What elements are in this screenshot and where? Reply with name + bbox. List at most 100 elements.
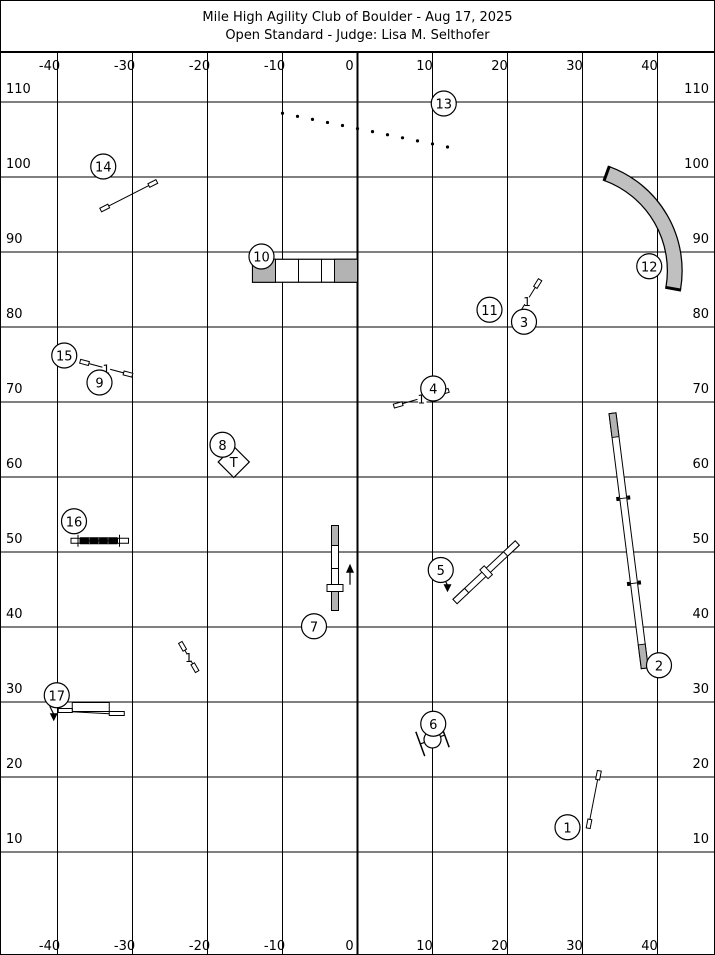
jump-height-label: 1 [102, 362, 110, 376]
obstacle-number-circle [636, 253, 663, 280]
weave-pole [280, 111, 285, 115]
jump-label-bg [518, 293, 536, 308]
x-tick-label-bottom: 0 [345, 939, 353, 954]
jump-obstacle: 1 [177, 640, 200, 674]
jump-label-bg [180, 650, 197, 664]
y-tick-label-right: 80 [692, 307, 709, 322]
x-tick-label-top: -30 [114, 59, 135, 74]
obstacle-number-17: 17 [48, 689, 65, 704]
weave-pole [340, 123, 345, 128]
y-tick-label-left: 20 [6, 757, 23, 772]
y-tick-label-right: 100 [684, 157, 709, 172]
seesaw-contact-zone [502, 540, 521, 557]
y-tick-label-right: 20 [692, 757, 709, 772]
jump-height-label: 1 [185, 651, 193, 665]
y-tick-label-left: 60 [6, 457, 23, 472]
jump-wing [190, 662, 200, 674]
y-tick-label-right: 110 [684, 82, 709, 97]
y-tick-label-left: 70 [6, 382, 23, 397]
panel-wall-wing [57, 708, 73, 713]
obstacle-number-10: 10 [253, 251, 270, 266]
y-tick-label-right: 30 [692, 682, 709, 697]
obstacle-number-circle [430, 90, 457, 117]
direction-arrow-shaft [49, 705, 55, 715]
tunnel-obstacle [604, 167, 682, 290]
weave-pole [355, 126, 360, 131]
obstacle-number-circle [420, 375, 447, 402]
obstacle-number-13: 13 [435, 98, 452, 113]
y-tick-label-left: 80 [6, 307, 23, 322]
y-tick-label-right: 60 [692, 457, 709, 472]
y-tick-label-left: 10 [6, 832, 23, 847]
tire-frame-post [415, 731, 426, 757]
obstacle-number-14: 14 [95, 161, 112, 176]
obstacle-number-circle [300, 613, 328, 640]
seesaw-fulcrum [479, 565, 494, 580]
obstacle-number-1: 1 [563, 821, 571, 836]
y-tick-label-left: 110 [6, 82, 31, 97]
x-tick-label-bottom: -20 [189, 939, 210, 954]
obstacle-number-circle [209, 431, 236, 458]
weave-pole [295, 114, 300, 118]
aframe-contact-zone [331, 525, 339, 546]
weave-pole [325, 120, 330, 125]
y-tick-label-right: 40 [692, 607, 709, 622]
x-tick-label-top: 40 [641, 59, 658, 74]
broad-jump-marker [117, 537, 129, 544]
y-tick-label-left: 50 [6, 532, 23, 547]
y-tick-label-left: 30 [6, 682, 23, 697]
obstacle-number-circle [248, 243, 275, 270]
course-subtitle: Open Standard - Judge: Lisa M. Selthofer [225, 28, 490, 43]
weave-pole [415, 139, 420, 143]
direction-arrow [443, 584, 452, 593]
obstacle-number-5: 5 [437, 564, 445, 579]
dogwalk-obstacle [608, 412, 649, 670]
obstacle-number-circle [554, 814, 581, 841]
y-tick-label-right: 10 [692, 832, 709, 847]
obstacle-number-16: 16 [66, 515, 83, 530]
chute-end [334, 258, 358, 283]
jump-obstacle [585, 769, 602, 830]
dogwalk-plank-joint [630, 582, 638, 585]
panel-wall-wing [108, 711, 125, 716]
x-tick-label-bottom: -10 [264, 939, 285, 954]
aframe-contact-zone [331, 590, 339, 611]
obstacle-number-9: 9 [95, 377, 103, 392]
x-tick-label-bottom: 30 [566, 939, 583, 954]
broad-jump-marker [70, 537, 81, 544]
jump-wing [595, 769, 602, 781]
obstacle-number-4: 4 [429, 383, 437, 398]
jump-height-label: 1 [523, 295, 531, 309]
obstacle-number-12: 12 [641, 260, 658, 275]
weave-pole [430, 142, 435, 146]
obstacle-number-7: 7 [310, 620, 318, 635]
jump-wing [392, 401, 404, 409]
obstacle-number-circle [510, 308, 538, 335]
jump-wing [585, 818, 593, 830]
weave-pole [310, 117, 315, 121]
jump-wing [79, 358, 90, 367]
jump-wing [99, 203, 111, 213]
table-label: T [229, 456, 238, 471]
course-map: -40-40-30-30-20-20-10-100010102020303040… [0, 52, 715, 955]
tunnel-opening [602, 165, 611, 182]
x-tick-label-top: 30 [566, 59, 583, 74]
x-tick-label-top: -20 [189, 59, 210, 74]
aframe-apex [326, 584, 344, 592]
y-tick-label-right: 50 [692, 532, 709, 547]
jump-wing [177, 640, 188, 652]
aframe-obstacle [326, 525, 344, 611]
dogwalk-plank-joint [619, 497, 627, 500]
weave-pole [370, 130, 375, 134]
x-tick-label-top: 0 [345, 59, 353, 74]
course-header: Mile High Agility Club of Boulder - Aug … [0, 0, 715, 52]
obstacle-number-circle [51, 342, 78, 369]
jump-wing [147, 178, 159, 188]
dogwalk-contact-zone [608, 412, 620, 439]
axis-labels: -40-40-30-30-20-20-10-100010102020303040… [6, 59, 709, 954]
x-tick-label-top: -10 [264, 59, 285, 74]
y-tick-label-left: 90 [6, 232, 23, 247]
obstacle-number-8: 8 [218, 439, 226, 454]
